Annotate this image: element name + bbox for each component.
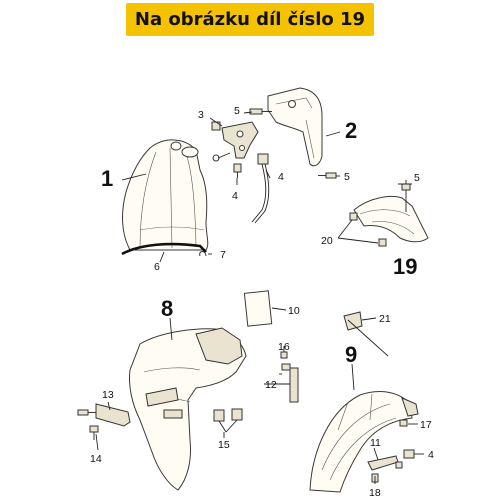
label-21: 21	[379, 313, 391, 325]
title-banner: Na obrázku díl číslo 19	[126, 3, 374, 36]
part-2-upper-cover	[267, 87, 323, 167]
label-8: 8	[161, 296, 173, 321]
label-12: 12	[265, 379, 277, 391]
label-4b: 4	[278, 171, 284, 183]
part-1-front-fender-inner	[122, 139, 209, 251]
label-19: 19	[393, 254, 417, 279]
part-15-clips	[213, 408, 243, 433]
part-11-bracket	[367, 455, 399, 471]
part-21-clip	[343, 311, 363, 331]
label-17: 17	[420, 419, 432, 431]
part-8-rear-fender	[129, 327, 247, 491]
label-16: 16	[278, 341, 290, 353]
leader-lines	[95, 111, 424, 484]
label-2: 2	[345, 118, 357, 143]
part-3-bracket	[221, 121, 259, 159]
part-6-edge-trim	[121, 242, 207, 256]
label-4a: 4	[232, 190, 238, 202]
label-3: 3	[198, 109, 204, 121]
banner-title: Na obrázku díl číslo 19	[134, 9, 366, 30]
part-20-nuts	[337, 212, 387, 247]
label-18: 18	[369, 487, 381, 499]
label-15: 15	[218, 439, 230, 451]
part-13-bracket	[95, 403, 131, 427]
label-6: 6	[154, 261, 160, 273]
part-9-rear-hugger	[309, 391, 419, 493]
label-13: 13	[102, 389, 114, 401]
bolts-upper	[211, 108, 337, 179]
label-14: 14	[90, 453, 102, 465]
part-12-bracket	[279, 351, 299, 403]
label-5c: 5	[414, 172, 420, 184]
label-5a: 5	[234, 105, 240, 117]
part-19-cover[interactable]	[353, 196, 429, 243]
label-1: 1	[101, 166, 113, 191]
label-9: 9	[345, 342, 357, 367]
part-10-plate	[243, 290, 273, 327]
label-5b: 5	[344, 171, 350, 183]
label-20: 20	[321, 235, 333, 247]
stay-rod	[251, 153, 270, 224]
label-10: 10	[288, 305, 300, 317]
bolts-left	[77, 409, 99, 440]
label-11: 11	[370, 437, 381, 449]
label-7: 7	[220, 249, 226, 261]
label-4c: 4	[428, 449, 434, 461]
